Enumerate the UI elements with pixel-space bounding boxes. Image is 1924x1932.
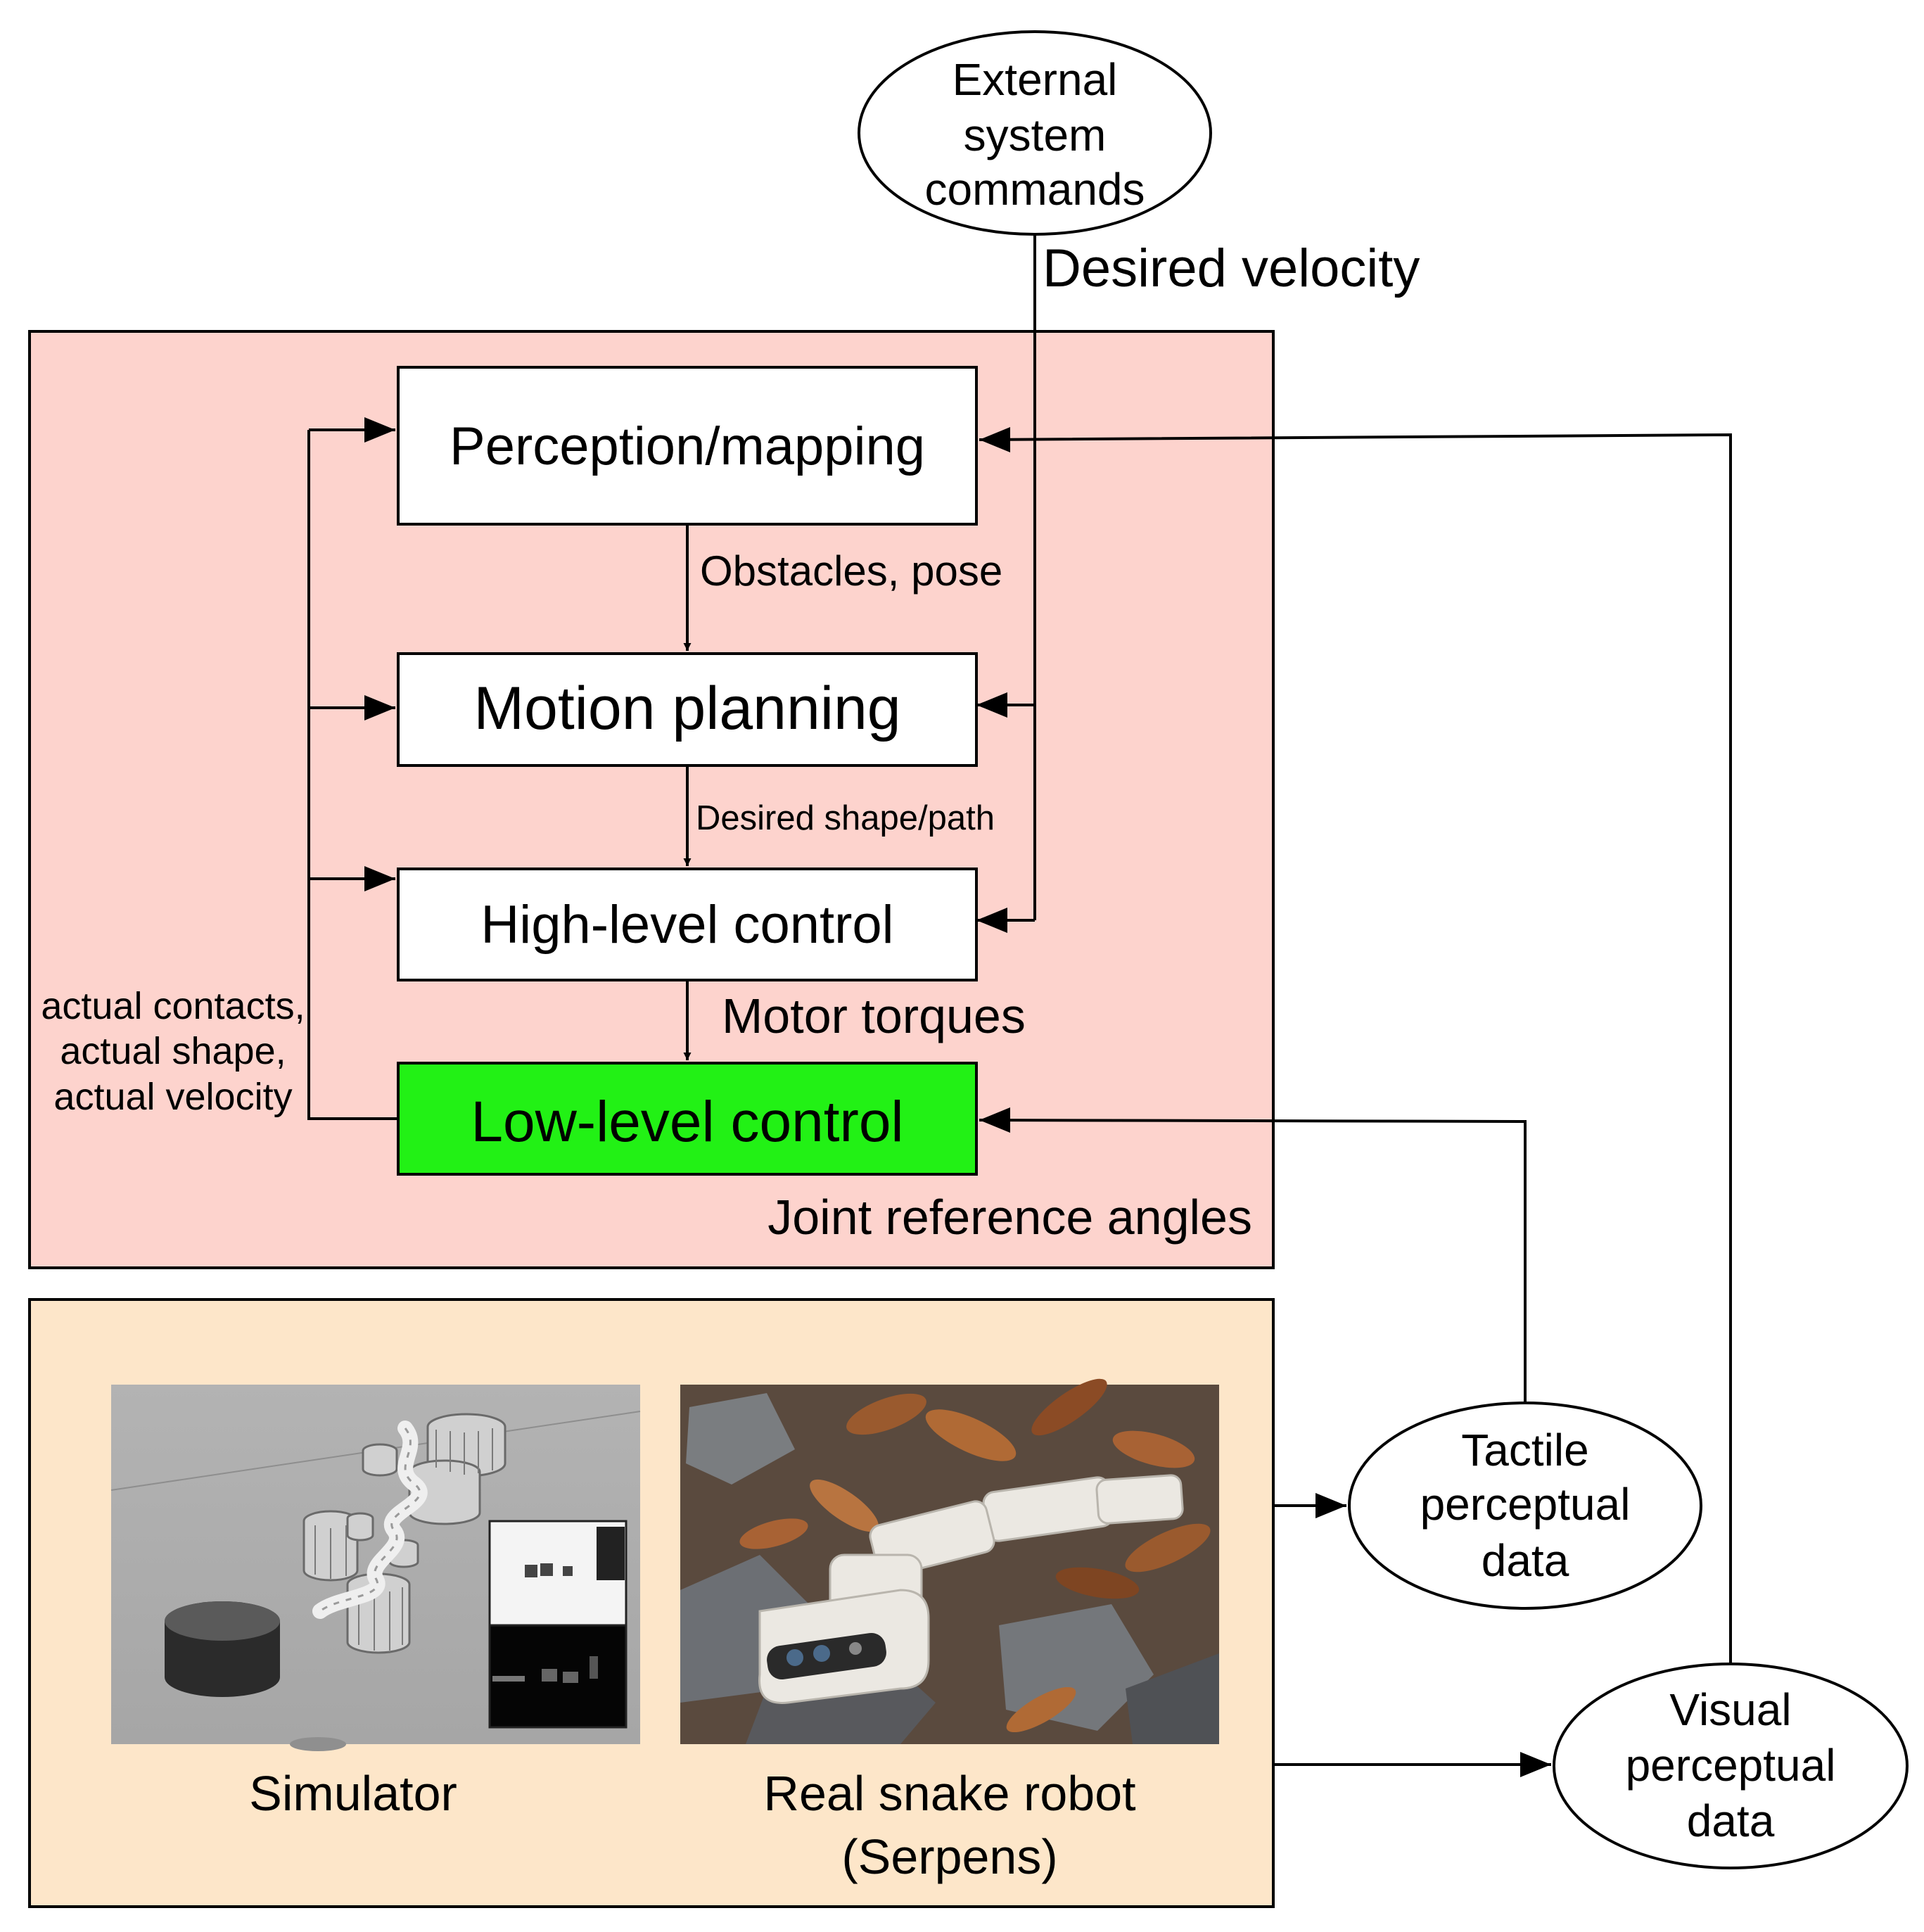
desired-shape-label: Desired shape/path <box>696 799 995 837</box>
motor-torques-label: Motor torques <box>722 989 1026 1043</box>
low-level-control-block: Low-level control <box>397 1062 978 1176</box>
tactile-line-2: perceptual <box>1420 1479 1631 1530</box>
motion-planning-label: Motion planning <box>473 675 900 742</box>
external-line-2: system <box>964 110 1107 160</box>
tactile-feedback-line <box>979 1119 1527 1402</box>
feedback-bus <box>307 430 398 1120</box>
desired-velocity-label: Desired velocity <box>1043 239 1420 298</box>
perception-label: Perception/mapping <box>450 417 925 476</box>
simulator-label: Simulator <box>249 1766 457 1821</box>
joint-reference-label: Joint reference angles <box>767 1190 1252 1245</box>
external-commands-node: External system commands <box>858 30 1212 236</box>
visual-data-node: Visual perceptual data <box>1553 1663 1909 1869</box>
tactile-to-lowlevel-arrowhead <box>979 1107 1010 1133</box>
motion-planning-block: Motion planning <box>397 652 978 767</box>
visual-to-perception-arrowhead <box>979 427 1010 452</box>
perception-block: Perception/mapping <box>397 366 978 526</box>
external-line-1: External <box>953 54 1118 105</box>
tactile-data-node: Tactile perceptual data <box>1348 1402 1702 1610</box>
visual-feedback-line <box>979 433 1732 1664</box>
low-level-control-label: Low-level control <box>471 1090 903 1154</box>
tactile-line-3: data <box>1482 1535 1569 1586</box>
high-level-control-label: High-level control <box>480 895 893 955</box>
robot-label-line-1: Real snake robot <box>763 1766 1135 1821</box>
feedback-line-1: actual contacts, <box>41 985 305 1027</box>
obstacles-pose-label: Obstacles, pose <box>700 547 1002 595</box>
feedback-line-3: actual velocity <box>53 1076 292 1118</box>
visual-line-2: perceptual <box>1626 1740 1836 1791</box>
simulator-image <box>110 1385 641 1751</box>
real-robot-photo <box>680 1378 1219 1744</box>
feedback-line-2: actual shape, <box>60 1030 286 1072</box>
visual-line-3: data <box>1687 1796 1775 1846</box>
visual-line-1: Visual <box>1669 1684 1791 1735</box>
robot-label-line-2: (Serpens) <box>841 1829 1057 1884</box>
high-level-control-block: High-level control <box>397 868 978 981</box>
tactile-line-1: Tactile <box>1461 1425 1588 1475</box>
external-line-3: commands <box>925 164 1145 215</box>
